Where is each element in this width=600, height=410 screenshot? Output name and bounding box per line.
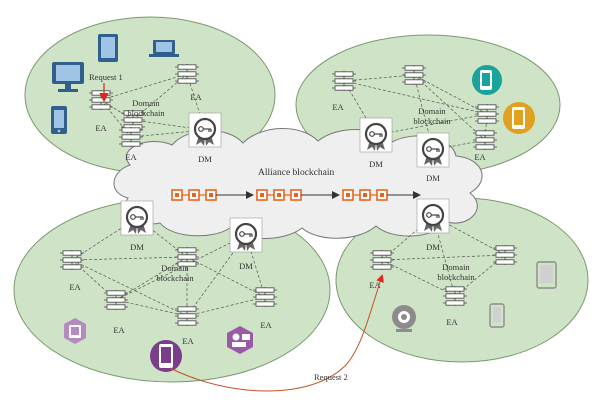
domain-link (381, 254, 506, 261)
phone-gold-icon (503, 102, 535, 134)
ea-node-icon (493, 245, 517, 265)
monitor-icon (52, 62, 84, 92)
ea-node-icon (332, 71, 356, 91)
domain-link (381, 259, 456, 297)
alliance-label: Alliance blockchain (258, 168, 334, 178)
domain-blockchain-label: blockchain (127, 108, 165, 118)
domain-blockchain-label: Domain (442, 262, 470, 272)
domain-link (343, 74, 415, 82)
webcam-icon (392, 305, 416, 332)
domain-link (115, 256, 188, 301)
domain-link (115, 234, 247, 301)
domain-link (71, 256, 188, 261)
ea-label: EA (332, 102, 344, 112)
ea-node-icon (104, 290, 128, 310)
domain-blockchain-label: blockchain (156, 273, 194, 283)
ea-label: EA (260, 320, 272, 330)
key-certificate-icon (188, 112, 222, 148)
phone-purple-icon (150, 340, 182, 372)
ea-label: EA (95, 123, 107, 133)
ea-label: EA (446, 317, 458, 327)
ea-label: EA (474, 152, 486, 162)
request-1-label: Request 1 (89, 72, 123, 82)
ea-label: EA (113, 325, 125, 335)
domain-link (375, 113, 488, 136)
domain-link (71, 259, 188, 317)
block-group (342, 189, 388, 201)
ea-node-icon (473, 130, 497, 150)
domain-blockchain-label: blockchain (413, 116, 451, 126)
domain-link (186, 296, 266, 317)
block-group (256, 189, 302, 201)
domain-link (186, 234, 247, 317)
domain-link (100, 99, 134, 121)
domain-link (245, 234, 266, 298)
block-group (171, 189, 217, 201)
domain-link (413, 74, 486, 141)
domain-link (432, 139, 486, 151)
dm-label: DM (426, 242, 440, 252)
phone-gray-icon (489, 303, 505, 328)
ea-node-icon (475, 104, 499, 124)
ea-node-icon (175, 247, 199, 267)
domain-blockchain-label: Domain (161, 263, 189, 273)
alliance-chain (171, 189, 421, 201)
tablet-gray-icon (536, 261, 557, 289)
request-2-label: Request 2 (314, 372, 348, 382)
ea-label: EA (182, 336, 194, 346)
ea-label: EA (125, 152, 137, 162)
phone-icon (51, 106, 67, 134)
dm-label: DM (369, 159, 383, 169)
key-certificate-icon (120, 200, 154, 236)
ea-label: EA (190, 92, 202, 102)
domain-blockchain-label: blockchain (437, 272, 475, 282)
ea-node-icon (175, 306, 199, 326)
key-certificate-icon (229, 217, 263, 253)
ea-node-icon (121, 110, 145, 130)
dm-badges (120, 112, 450, 253)
tablet-icon (98, 34, 118, 62)
devices (51, 34, 557, 372)
hexagon-device-icon (64, 318, 86, 344)
ea-node-icon (175, 64, 199, 84)
ea-node-icon (119, 127, 143, 147)
domain-link (413, 74, 434, 151)
request-2: Request 2 (169, 274, 384, 392)
ea-nodes (60, 64, 517, 326)
key-certificate-icon (416, 132, 450, 168)
domain-link (432, 215, 506, 256)
domain-blockchain-label: Domain (418, 106, 446, 116)
key-certificate-icon (416, 198, 450, 234)
ea-node-icon (370, 250, 394, 270)
key-certificate-icon (359, 117, 393, 153)
domain-link (343, 80, 488, 115)
domain-link (115, 299, 188, 317)
dm-label: DM (239, 261, 253, 271)
ea-node-icon (89, 90, 113, 110)
domain-blockchain-label: Domain (132, 98, 160, 108)
domain-link (413, 74, 488, 115)
laptop-icon (149, 40, 179, 57)
domain-link (432, 215, 456, 297)
dm-label: DM (198, 154, 212, 164)
ea-label: EA (69, 282, 81, 292)
ea-label: EA (369, 280, 381, 290)
dm-label: DM (130, 242, 144, 252)
request-1: Request 1 (89, 72, 123, 103)
ea-node-icon (253, 287, 277, 307)
ea-node-icon (402, 65, 426, 85)
dm-label: DM (426, 173, 440, 183)
alliance-cloud (113, 128, 483, 239)
hexagon-user-icon (227, 326, 253, 354)
phone-teal-icon (472, 65, 502, 95)
ea-node-icon (443, 286, 467, 306)
ea-node-icon (60, 250, 84, 270)
